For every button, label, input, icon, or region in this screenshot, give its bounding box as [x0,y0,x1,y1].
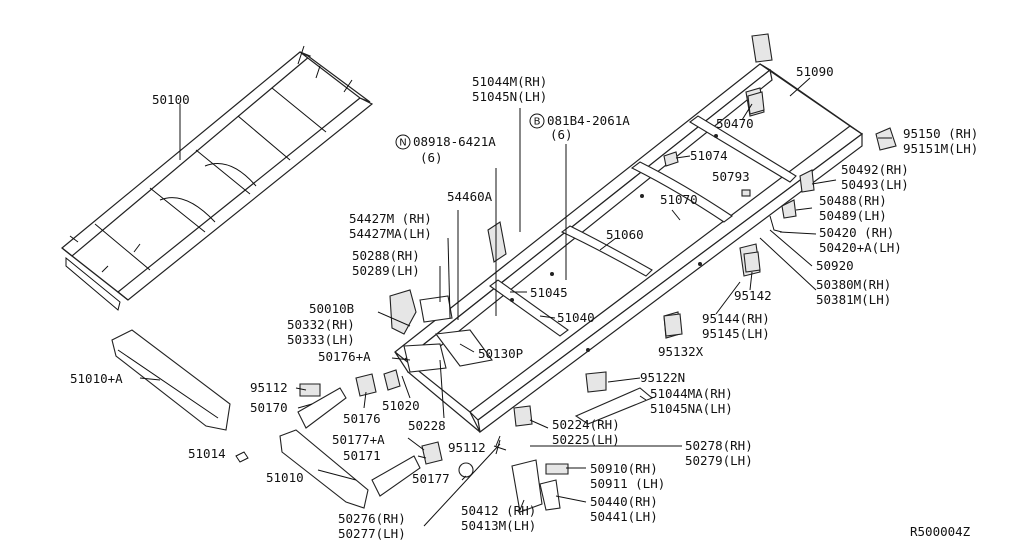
diagram-code: R500004Z [910,524,971,539]
label-50279: 50279(LH) [685,453,753,468]
label-51045: 51045 [530,285,568,300]
label-54460a: 54460A [447,189,493,204]
label-50332: 50332(RH) [287,317,355,332]
label-95145: 95145(LH) [702,326,770,341]
label-08918-qty: (6) [420,150,443,165]
label-51060: 51060 [606,227,644,242]
label-51014: 51014 [188,446,226,461]
label-51020: 51020 [382,398,420,413]
label-95132x: 95132X [658,344,704,359]
label-50489: 50489(LH) [819,208,887,223]
label-51044ma: 51044MA(RH) [650,386,733,401]
b-symbol-circle [529,113,545,129]
label-50413m: 50413M(LH) [461,518,536,533]
label-50910: 50910(RH) [590,461,658,476]
label-51040: 51040 [557,310,595,325]
label-081b4: 081B4-2061A [547,113,630,128]
n-symbol: N [399,138,406,149]
label-50412: 50412 (RH) [461,503,536,518]
label-95112a: 95112 [250,380,288,395]
loose-parts-drawing [111,91,897,513]
label-50171: 50171 [343,448,381,463]
label-50100: 50100 [152,92,190,107]
label-95122n: 95122N [640,370,685,385]
label-50130p: 50130P [478,346,523,361]
label-50170: 50170 [250,400,288,415]
label-50224: 50224(RH) [552,417,620,432]
label-50920: 50920 [816,258,854,273]
n-symbol-circle [395,134,411,150]
label-50333: 50333(LH) [287,332,355,347]
label-50492: 50492(RH) [841,162,909,177]
leader-lines [139,77,892,527]
frame-overview-drawing [61,45,374,311]
label-95142: 95142 [734,288,772,303]
label-51045na: 51045NA(LH) [650,401,733,416]
label-95151m: 95151M(LH) [903,141,978,156]
label-08918: 08918-6421A [413,134,496,149]
label-95144: 95144(RH) [702,311,770,326]
label-50228: 50228 [408,418,446,433]
label-54427ma: 54427MA(LH) [349,226,432,241]
label-50381m: 50381M(LH) [816,292,891,307]
label-51074: 51074 [690,148,728,163]
label-50225: 50225(LH) [552,432,620,447]
label-50278: 50278(RH) [685,438,753,453]
label-50177a: 50177+A [332,432,385,447]
label-51010: 51010 [266,470,304,485]
label-54427m: 54427M (RH) [349,211,432,226]
label-51010a: 51010+A [70,371,123,386]
label-50277: 50277(LH) [338,526,406,541]
label-51044m: 51044M(RH) [472,74,547,89]
label-50177: 50177 [412,471,450,486]
label-50380m: 50380M(RH) [816,277,891,292]
label-50276: 50276(RH) [338,511,406,526]
label-50493: 50493(LH) [841,177,909,192]
label-50010b: 50010B [309,301,354,316]
label-50470: 50470 [716,116,754,131]
label-50420a: 50420+A(LH) [819,240,902,255]
label-50440: 50440(RH) [590,494,658,509]
label-95112b: 95112 [448,440,486,455]
b-symbol: B [534,117,541,128]
label-081b4-qty: (6) [550,127,573,142]
label-50911: 50911 (LH) [590,476,665,491]
label-50176: 50176 [343,411,381,426]
label-50488: 50488(RH) [819,193,887,208]
label-51045n: 51045N(LH) [472,89,547,104]
label-50176a: 50176+A [318,349,371,364]
label-51070: 51070 [660,192,698,207]
label-50441: 50441(LH) [590,509,658,524]
label-50793: 50793 [712,169,750,184]
label-50289: 50289(LH) [352,263,420,278]
part-labels: 50100 51090 51044M(RH) 51045N(LH) 081B4-… [70,64,978,541]
label-50420: 50420 (RH) [819,225,894,240]
label-95150: 95150 (RH) [903,126,978,141]
label-51090: 51090 [796,64,834,79]
label-50288: 50288(RH) [352,248,420,263]
